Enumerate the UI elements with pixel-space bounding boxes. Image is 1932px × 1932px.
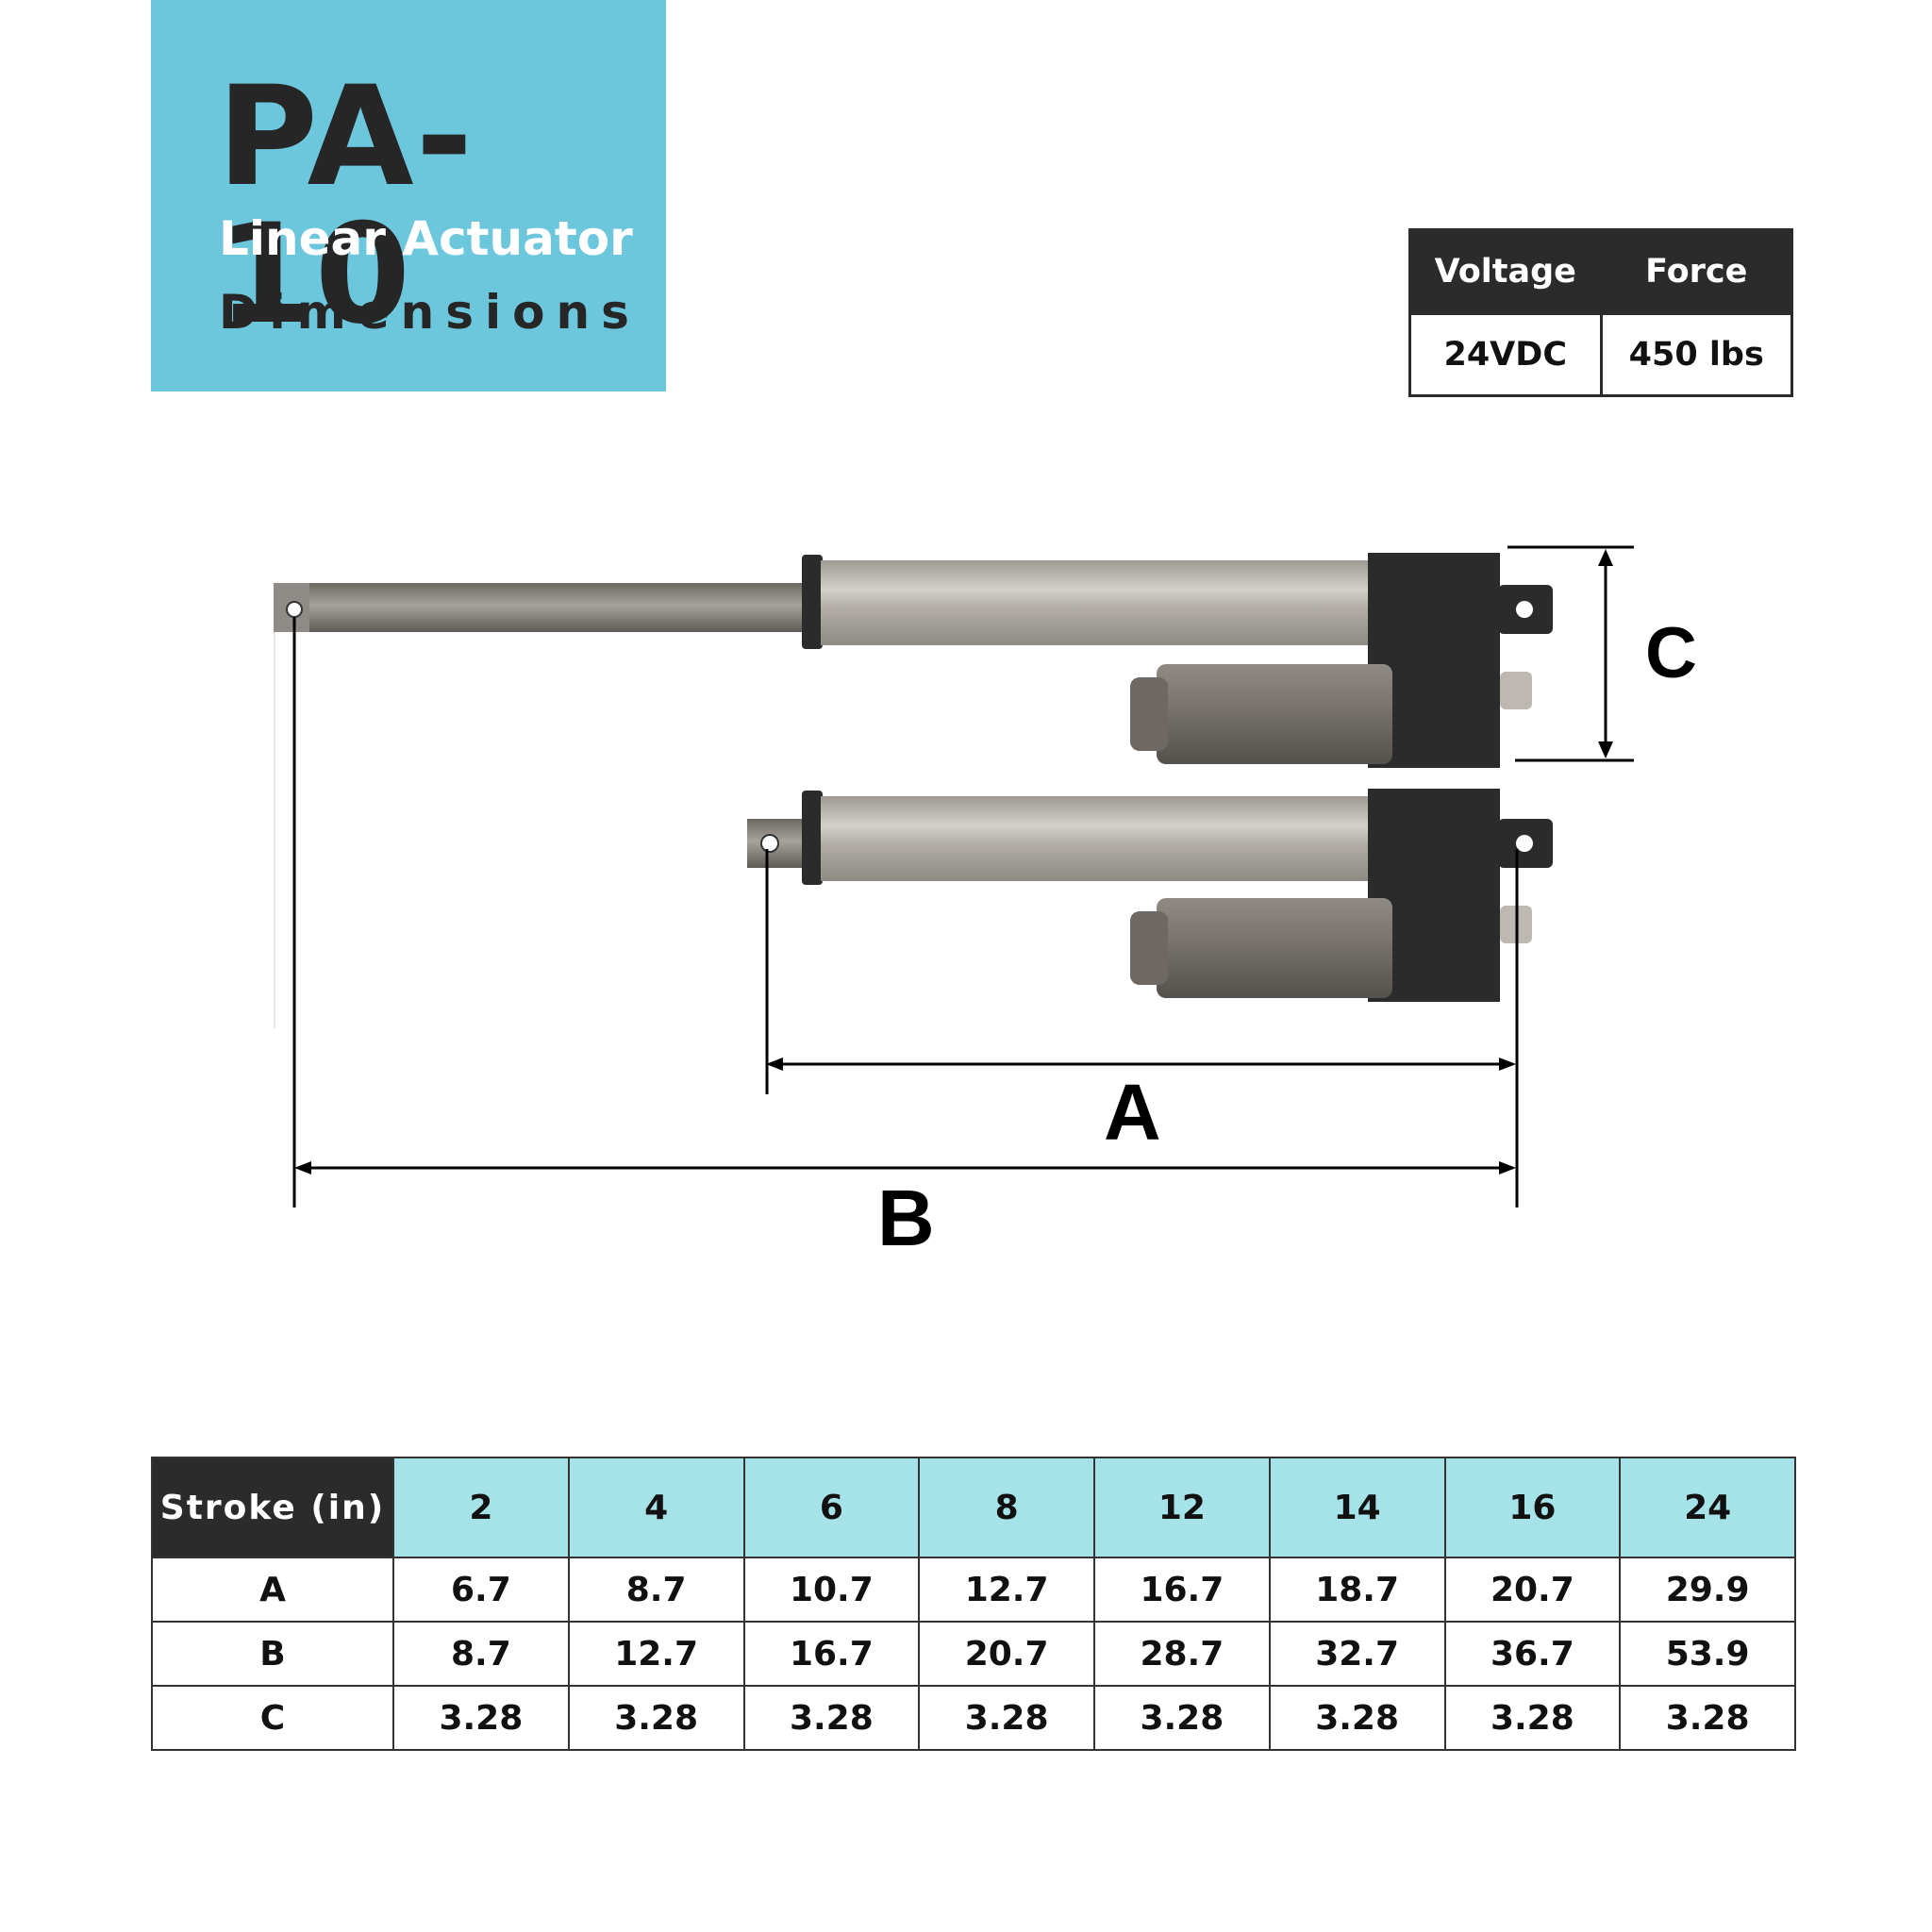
table-cell: 16.7	[1093, 1557, 1271, 1623]
table-cell: 3.28	[1268, 1685, 1446, 1751]
table-cell: 32.7	[1268, 1621, 1446, 1687]
table-cell: 3.28	[567, 1685, 745, 1751]
table-cell: 12.7	[567, 1621, 745, 1687]
spec-value-force: 450 lbs	[1599, 312, 1793, 397]
table-cell: 3.28	[918, 1685, 1095, 1751]
label-b: B	[877, 1174, 935, 1262]
motor-can	[1157, 664, 1392, 764]
stroke-value: 24	[1619, 1457, 1796, 1558]
outer-tube	[821, 796, 1368, 881]
actuator-extended	[274, 553, 1553, 1028]
table-cell: 20.7	[1443, 1557, 1622, 1623]
table-cell: 29.9	[1619, 1557, 1796, 1623]
table-row-b: B 8.7 12.7 16.7 20.7 28.7 32.7 36.7 53.9	[151, 1621, 1796, 1687]
table-cell: 3.28	[742, 1685, 921, 1751]
table-cell: 53.9	[1619, 1621, 1796, 1687]
stroke-value: 14	[1268, 1457, 1446, 1558]
title-block: PA-10 Linear Actuator Dimensions	[151, 0, 666, 391]
spec-header-voltage: Voltage	[1408, 228, 1603, 315]
stroke-value: 6	[742, 1457, 921, 1558]
stroke-value: 16	[1443, 1457, 1622, 1558]
end-cap	[802, 555, 823, 649]
dimension-a	[765, 849, 1519, 1208]
rod-mount-hole	[286, 601, 303, 618]
stroke-value: 8	[918, 1457, 1095, 1558]
table-row-c: C 3.28 3.28 3.28 3.28 3.28 3.28 3.28 3.2…	[151, 1685, 1796, 1751]
end-cap	[802, 791, 823, 885]
dimensions-table: Stroke (in) 2 4 6 8 12 14 16 24 A 6.7 8.…	[151, 1457, 1796, 1751]
section-title: Dimensions	[219, 285, 641, 340]
actuator-dimension-diagram: C A B	[274, 545, 1697, 1262]
cable-gland	[1500, 672, 1532, 709]
motor-can	[1157, 898, 1392, 998]
table-cell: 3.28	[392, 1685, 570, 1751]
front-mount-hole	[760, 834, 779, 853]
stroke-value: 2	[392, 1457, 570, 1558]
model-name: PA-10	[217, 57, 475, 355]
outer-tube	[821, 560, 1368, 645]
actuator-retracted	[747, 789, 1553, 1002]
motor-cap	[1130, 911, 1168, 985]
table-cell: 36.7	[1443, 1621, 1622, 1687]
dimension-c	[1507, 545, 1634, 762]
table-cell: 8.7	[392, 1621, 570, 1687]
table-cell: 3.28	[1443, 1685, 1622, 1751]
label-a: A	[1104, 1068, 1161, 1157]
table-cell: 28.7	[1093, 1621, 1271, 1687]
dimension-b	[292, 617, 1516, 1208]
row-label: B	[151, 1621, 394, 1687]
table-cell: 18.7	[1268, 1557, 1446, 1623]
stroke-value: 12	[1093, 1457, 1271, 1558]
spec-header-force: Force	[1599, 228, 1793, 315]
label-c: C	[1645, 613, 1697, 693]
stroke-value: 4	[567, 1457, 745, 1558]
product-subtitle: Linear Actuator	[219, 211, 633, 266]
rod-guide	[274, 632, 275, 1028]
extension-rod	[274, 583, 809, 632]
row-label: C	[151, 1685, 394, 1751]
stroke-header: Stroke (in)	[151, 1457, 394, 1558]
spec-table: Voltage Force 24VDC 450 lbs	[1408, 228, 1793, 397]
rear-mount-hole	[1516, 835, 1533, 852]
table-cell: 10.7	[742, 1557, 921, 1623]
table-cell: 16.7	[742, 1621, 921, 1687]
table-cell: 6.7	[392, 1557, 570, 1623]
row-label: A	[151, 1557, 394, 1623]
table-cell: 3.28	[1619, 1685, 1796, 1751]
table-cell: 12.7	[918, 1557, 1095, 1623]
rear-mount-hole	[1516, 601, 1533, 618]
table-cell: 8.7	[567, 1557, 745, 1623]
table-cell: 20.7	[918, 1621, 1095, 1687]
table-cell: 3.28	[1093, 1685, 1271, 1751]
table-row-a: A 6.7 8.7 10.7 12.7 16.7 18.7 20.7 29.9	[151, 1557, 1796, 1623]
motor-cap	[1130, 677, 1168, 751]
spec-value-voltage: 24VDC	[1408, 312, 1603, 397]
